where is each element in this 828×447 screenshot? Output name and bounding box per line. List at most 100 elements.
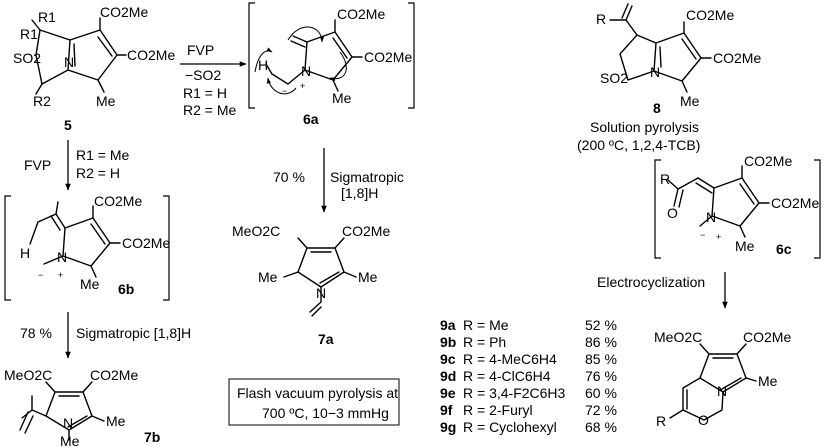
arrow-8-to-6c: Solution pyrolysis (200 ºC, 1,2,4-TCB) bbox=[577, 119, 700, 153]
compound-5-methyl: Me bbox=[96, 93, 116, 109]
compound-5-r1-a: R1 bbox=[20, 26, 38, 42]
intermediate-6c-methyl: Me bbox=[735, 238, 755, 254]
compound-5-structure: CO2Me CO2Me Me R1 R1 SO2 N R2 5 bbox=[13, 4, 175, 133]
arrow-6a-to-7a: 70 % Sigmatropic [1,8]H bbox=[273, 148, 404, 213]
product-7a-label: 7a bbox=[318, 331, 334, 347]
yields-table: 9a R = Me 52 % 9b R = Ph 86 % 9c R = 4-MeC6H4 85… bbox=[440, 317, 617, 435]
compound-8-methyl: Me bbox=[680, 93, 700, 109]
yields-table-yield: 72 % bbox=[585, 402, 617, 418]
yields-table-yield: 60 % bbox=[585, 385, 617, 401]
yields-table-compound: 9c bbox=[440, 351, 456, 367]
yields-table-yield: 86 % bbox=[585, 334, 617, 350]
condition-r2-me: R2 = Me bbox=[183, 102, 237, 118]
compound-5-r1-b: R1 bbox=[38, 9, 56, 25]
condition-r1-me: R1 = Me bbox=[76, 147, 130, 163]
product-9-oxygen: O bbox=[698, 412, 709, 428]
product-7a-structure: MeO2C CO2Me Me Me N 7a bbox=[232, 223, 390, 347]
condition-r1-h: R1 = H bbox=[183, 85, 227, 101]
intermediate-6c-minus: − bbox=[700, 230, 705, 240]
product-7b-n-methyl: Me bbox=[60, 433, 80, 447]
condition-sigmatropic-a: Sigmatropic bbox=[330, 169, 404, 185]
compound-5-co2me-right: CO2Me bbox=[127, 47, 175, 63]
intermediate-6b-methyl: Me bbox=[80, 276, 100, 292]
compound-5-label: 5 bbox=[64, 117, 72, 133]
product-9-methyl: Me bbox=[758, 373, 778, 389]
yields-table-substituent: R = 4-ClC6H4 bbox=[463, 368, 551, 384]
product-7b-label: 7b bbox=[144, 429, 160, 445]
product-7b-co2me: CO2Me bbox=[90, 367, 138, 383]
yields-table-substituent: R = Me bbox=[463, 317, 509, 333]
arrow-5-to-6b: FVP R1 = Me R2 = H bbox=[24, 140, 130, 191]
intermediate-6b-nitrogen: N bbox=[57, 249, 67, 265]
product-7b-methyl: Me bbox=[106, 413, 126, 429]
intermediate-6a-hydrogen: H bbox=[258, 57, 268, 73]
yields-table-compound: 9e bbox=[440, 385, 456, 401]
intermediate-6c-nitrogen: N bbox=[706, 209, 716, 225]
product-9-structure: MeO2C CO2Me Me N O R bbox=[654, 329, 791, 429]
intermediate-6b-structure: CO2Me CO2Me Me H N + − 6b bbox=[4, 193, 170, 301]
compound-5-so2: SO2 bbox=[13, 50, 41, 66]
intermediate-6c-structure: R O CO2Me CO2Me Me N − + 6c bbox=[654, 153, 821, 259]
yields-table-compound: 9g bbox=[440, 419, 456, 435]
intermediate-6a-structure: CO2Me CO2Me Me H N + − 6a bbox=[248, 2, 415, 127]
compound-8-co2me-right: CO2Me bbox=[713, 50, 761, 66]
arrow-6c-to-9: Electrocyclization bbox=[597, 272, 728, 309]
condition-r2-h: R2 = H bbox=[76, 165, 120, 181]
yields-table-yield: 85 % bbox=[585, 351, 617, 367]
compound-8-so2: SO2 bbox=[600, 70, 628, 86]
yields-table-substituent: R = 4-MeC6H4 bbox=[463, 351, 557, 367]
condition-shift-18h-a: [1,8]H bbox=[341, 185, 378, 201]
intermediate-6a-co2me-right: CO2Me bbox=[364, 49, 412, 65]
product-7a-methyl-right: Me bbox=[358, 269, 378, 285]
condition-solution-details: (200 ºC, 1,2,4-TCB) bbox=[577, 137, 700, 153]
intermediate-6b-plus: + bbox=[58, 270, 63, 280]
arrow-5-to-6a: FVP −SO2 R1 = H R2 = Me bbox=[180, 42, 247, 118]
condition-sigmatropic-18h: Sigmatropic [1,8]H bbox=[76, 325, 191, 341]
yields-table-yield: 68 % bbox=[585, 419, 617, 435]
product-7b-meo2c: MeO2C bbox=[4, 367, 52, 383]
product-7a-methyl-left: Me bbox=[258, 269, 278, 285]
compound-5-r2: R2 bbox=[33, 93, 51, 109]
product-9-nitrogen: N bbox=[717, 383, 727, 399]
product-7a-co2me: CO2Me bbox=[342, 223, 390, 239]
product-9-r: R bbox=[656, 413, 666, 429]
intermediate-6a-methyl: Me bbox=[332, 90, 352, 106]
yields-table-yield: 76 % bbox=[585, 368, 617, 384]
yields-table-substituent: R = 2-Furyl bbox=[463, 402, 533, 418]
product-7a-meo2c: MeO2C bbox=[232, 223, 280, 239]
fvp-note-line1: Flash vacuum pyrolysis at bbox=[237, 385, 398, 401]
intermediate-6a-label: 6a bbox=[303, 111, 319, 127]
yields-table-compound: 9f bbox=[440, 402, 453, 418]
yields-table-substituent: R = Ph bbox=[463, 334, 506, 350]
yields-table-yield: 52 % bbox=[585, 317, 617, 333]
intermediate-6b-label: 6b bbox=[118, 281, 134, 297]
condition-fvp-b: FVP bbox=[24, 157, 51, 173]
compound-8-r: R bbox=[596, 11, 606, 27]
condition-fvp-a: FVP bbox=[187, 42, 214, 58]
intermediate-6c-r: R bbox=[660, 171, 670, 187]
intermediate-6a-co2me-top: CO2Me bbox=[337, 6, 385, 22]
intermediate-6b-minus: − bbox=[38, 270, 43, 280]
intermediate-6b-hydrogen: H bbox=[20, 245, 30, 261]
product-9-co2me: CO2Me bbox=[743, 329, 791, 345]
fvp-conditions-note: Flash vacuum pyrolysis at 700 ºC, 10−3 m… bbox=[228, 378, 400, 426]
intermediate-6a-plus: + bbox=[300, 81, 305, 91]
condition-electrocyclization: Electrocyclization bbox=[597, 274, 705, 290]
condition-minus-so2: −SO2 bbox=[185, 67, 221, 83]
compound-8-nitrogen: N bbox=[650, 64, 660, 80]
intermediate-6c-co2me-right: CO2Me bbox=[771, 195, 819, 211]
condition-solution-pyrolysis: Solution pyrolysis bbox=[590, 119, 699, 135]
condition-yield-70: 70 % bbox=[273, 169, 305, 185]
fvp-note-line2: 700 ºC, 10−3 mmHg bbox=[262, 405, 389, 421]
compound-8-structure: R CO2Me CO2Me Me SO2 N 8 bbox=[596, 3, 761, 116]
compound-8-label: 8 bbox=[653, 100, 661, 116]
product-7a-nitrogen: N bbox=[316, 285, 326, 301]
yields-table-substituent: R = 3,4-F2C6H3 bbox=[463, 385, 566, 401]
product-7b-nitrogen: N bbox=[63, 415, 73, 431]
arrow-6b-to-7b: 78 % Sigmatropic [1,8]H bbox=[20, 312, 191, 359]
intermediate-6c-label: 6c bbox=[776, 241, 792, 257]
yields-table-substituent: R = Cyclohexyl bbox=[463, 419, 557, 435]
yields-table-compound: 9a bbox=[440, 317, 456, 333]
yields-table-compound: 9b bbox=[440, 334, 456, 350]
